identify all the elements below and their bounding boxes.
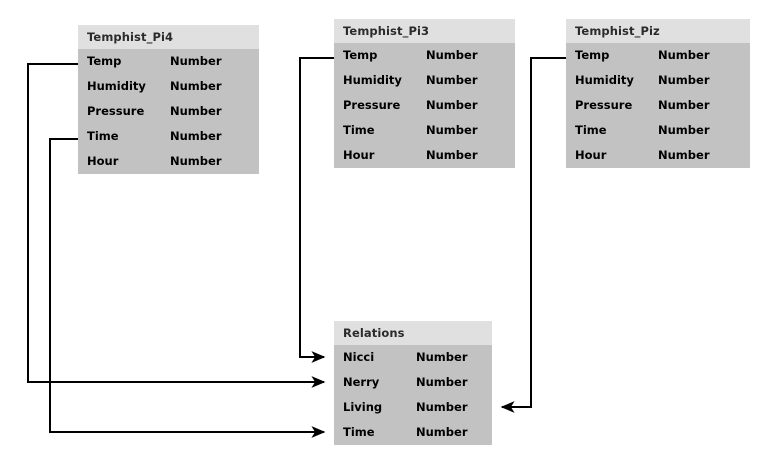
edge-pi4-time-to-time bbox=[49, 138, 326, 438]
attribute-row[interactable]: Pressure Number bbox=[566, 93, 750, 118]
attribute-name: Humidity bbox=[87, 79, 146, 93]
attribute-name: Hour bbox=[343, 148, 375, 162]
attribute-row[interactable]: Temp Number bbox=[78, 49, 259, 74]
edge-pi3-temp-to-nicci bbox=[299, 57, 334, 363]
attribute-type: Number bbox=[170, 104, 222, 118]
attribute-row[interactable]: Humidity Number bbox=[78, 74, 259, 99]
attribute-name: Pressure bbox=[87, 104, 145, 118]
attribute-list-relations: Nicci Number Nerry Number Living Number … bbox=[334, 345, 492, 445]
entity-temphist-pi4[interactable]: Temphist_Pi4 Temp Number Humidity Number… bbox=[78, 25, 259, 174]
attribute-type: Number bbox=[416, 350, 468, 364]
attribute-name: Time bbox=[87, 129, 119, 143]
attribute-row[interactable]: Time Number bbox=[334, 118, 515, 143]
attribute-name: Hour bbox=[575, 148, 607, 162]
attribute-type: Number bbox=[426, 73, 478, 87]
attribute-row[interactable]: Nerry Number bbox=[334, 370, 492, 395]
attribute-list-temphist-piz: Temp Number Humidity Number Pressure Num… bbox=[566, 43, 750, 168]
attribute-row[interactable]: Nicci Number bbox=[334, 345, 492, 370]
entity-temphist-pi3[interactable]: Temphist_Pi3 Temp Number Humidity Number… bbox=[334, 19, 515, 168]
attribute-row[interactable]: Humidity Number bbox=[566, 68, 750, 93]
attribute-row[interactable]: Living Number bbox=[334, 395, 492, 420]
attribute-type: Number bbox=[426, 148, 478, 162]
attribute-type: Number bbox=[416, 425, 468, 439]
entity-title-relations: Relations bbox=[334, 321, 492, 345]
attribute-name: Pressure bbox=[575, 98, 633, 112]
attribute-row[interactable]: Temp Number bbox=[566, 43, 750, 68]
attribute-type: Number bbox=[426, 48, 478, 62]
attribute-type: Number bbox=[658, 48, 710, 62]
attribute-list-temphist-pi3: Temp Number Humidity Number Pressure Num… bbox=[334, 43, 515, 168]
attribute-type: Number bbox=[426, 123, 478, 137]
attribute-row[interactable]: Hour Number bbox=[566, 143, 750, 168]
attribute-type: Number bbox=[416, 400, 468, 414]
attribute-row[interactable]: Pressure Number bbox=[78, 99, 259, 124]
attribute-type: Number bbox=[416, 375, 468, 389]
attribute-name: Nicci bbox=[343, 350, 375, 364]
attribute-type: Number bbox=[170, 79, 222, 93]
attribute-name: Living bbox=[343, 400, 383, 414]
entity-relations[interactable]: Relations Nicci Number Nerry Number Livi… bbox=[334, 321, 492, 445]
attribute-type: Number bbox=[658, 123, 710, 137]
attribute-row[interactable]: Time Number bbox=[78, 124, 259, 149]
attribute-type: Number bbox=[170, 154, 222, 168]
attribute-row[interactable]: Temp Number bbox=[334, 43, 515, 68]
attribute-row[interactable]: Pressure Number bbox=[334, 93, 515, 118]
attribute-type: Number bbox=[170, 129, 222, 143]
entity-title-temphist-pi4: Temphist_Pi4 bbox=[78, 25, 259, 49]
entity-title-temphist-pi3: Temphist_Pi3 bbox=[334, 19, 515, 43]
attribute-name: Pressure bbox=[343, 98, 401, 112]
attribute-name: Temp bbox=[87, 54, 122, 68]
attribute-name: Hour bbox=[87, 154, 119, 168]
attribute-list-temphist-pi4: Temp Number Humidity Number Pressure Num… bbox=[78, 49, 259, 174]
entity-temphist-piz[interactable]: Temphist_Piz Temp Number Humidity Number… bbox=[566, 19, 750, 168]
attribute-name: Time bbox=[343, 425, 375, 439]
attribute-name: Temp bbox=[343, 48, 378, 62]
attribute-type: Number bbox=[658, 148, 710, 162]
attribute-name: Temp bbox=[575, 48, 610, 62]
attribute-row[interactable]: Hour Number bbox=[334, 143, 515, 168]
attribute-type: Number bbox=[426, 98, 478, 112]
attribute-name: Humidity bbox=[575, 73, 634, 87]
attribute-row[interactable]: Time Number bbox=[334, 420, 492, 445]
entity-title-temphist-piz: Temphist_Piz bbox=[566, 19, 750, 43]
attribute-type: Number bbox=[658, 73, 710, 87]
attribute-name: Humidity bbox=[343, 73, 402, 87]
attribute-type: Number bbox=[170, 54, 222, 68]
attribute-name: Nerry bbox=[343, 375, 380, 389]
attribute-type: Number bbox=[658, 98, 710, 112]
attribute-name: Time bbox=[575, 123, 607, 137]
attribute-row[interactable]: Hour Number bbox=[78, 149, 259, 174]
attribute-name: Time bbox=[343, 123, 375, 137]
attribute-row[interactable]: Time Number bbox=[566, 118, 750, 143]
attribute-row[interactable]: Humidity Number bbox=[334, 68, 515, 93]
